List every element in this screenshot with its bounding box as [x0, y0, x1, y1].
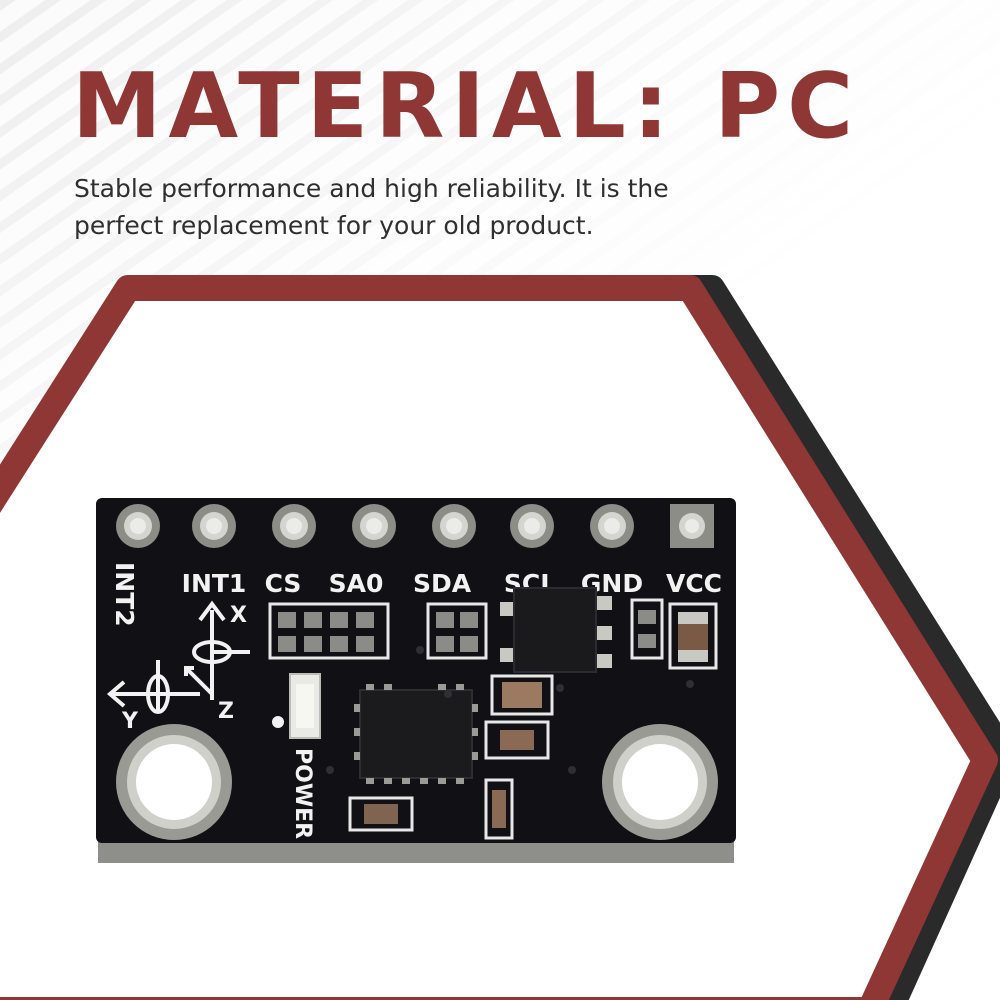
mounting-hole-left — [116, 724, 232, 840]
axis-label-y: Y — [121, 709, 139, 734]
pin-pad-gnd — [590, 504, 634, 548]
product-description: Stable performance and high reliability.… — [74, 174, 669, 240]
capacitor-c2 — [484, 720, 550, 760]
pin-label-vcc: VCC — [666, 569, 722, 598]
pin-label-int2: INT2 — [110, 562, 139, 627]
capacitor-vcc — [678, 612, 708, 662]
pin-pad-cs — [272, 504, 316, 548]
power-label: POWER — [290, 748, 315, 839]
jumper-pads — [268, 598, 718, 670]
pin-pad-sa0 — [352, 504, 396, 548]
mounting-hole-right — [602, 724, 718, 840]
pin-pad-int1 — [192, 504, 236, 548]
capacitor-c1 — [490, 674, 554, 716]
header-pads — [116, 504, 714, 548]
pin-pad-vcc — [670, 504, 714, 548]
hexagon-frame-shadow — [0, 275, 1000, 1000]
pin-label-sa0: SA0 — [329, 569, 384, 598]
axis-label-x: X — [230, 603, 247, 628]
pin-label-sda: SDA — [413, 569, 472, 598]
voltage-regulator — [500, 587, 612, 673]
power-led — [289, 673, 321, 739]
page-title: MATERIAL: PC — [72, 54, 861, 159]
capacitor-c3 — [348, 796, 414, 832]
pin-pad-int2 — [116, 504, 160, 548]
axis-label-z: Z — [218, 699, 234, 724]
pin-label-int1: INT1 — [182, 569, 247, 598]
pin-label-cs: CS — [265, 569, 302, 598]
board-body — [96, 498, 736, 843]
accelerometer-chip — [354, 684, 478, 784]
pin-pad-scl — [510, 504, 554, 548]
pin-pad-sda — [432, 504, 476, 548]
axis-indicator — [106, 600, 250, 714]
resistor-r1 — [484, 778, 514, 840]
